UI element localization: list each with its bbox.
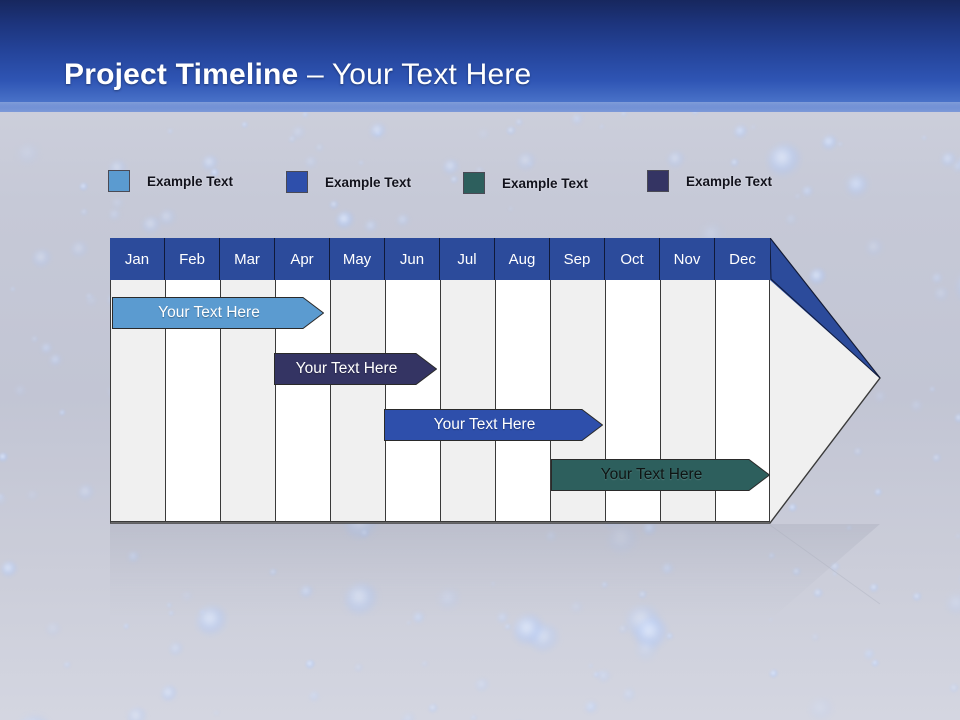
timeline-bar-1[interactable]: Your Text Here (112, 297, 324, 329)
legend-label-3: Example Text (502, 175, 589, 191)
bar-label-3: Your Text Here (433, 416, 536, 433)
page-title: Project Timeline – Your Text Here (64, 58, 531, 92)
month-header-oct[interactable]: Oct (605, 238, 660, 280)
bar-label-4: Your Text Here (600, 466, 703, 483)
month-header-feb[interactable]: Feb (165, 238, 220, 280)
page-title-light: Your Text Here (331, 58, 532, 91)
timeline-column-aug (496, 239, 551, 521)
legend-item-4[interactable]: Example Text (647, 170, 772, 192)
timeline-bar-2[interactable]: Your Text Here (274, 353, 437, 385)
month-header-dec[interactable]: Dec (715, 238, 770, 280)
timeline-column-oct (606, 239, 661, 521)
month-header-apr[interactable]: Apr (275, 238, 330, 280)
month-header-may[interactable]: May (330, 238, 385, 280)
bar-label-2: Your Text Here (295, 360, 398, 377)
legend-label-4: Example Text (686, 173, 773, 189)
title-band (0, 0, 960, 112)
bar-shape-4 (551, 459, 770, 491)
legend-item-2[interactable]: Example Text (286, 171, 411, 193)
legend-swatch-4 (647, 170, 669, 192)
timeline-column-mar (221, 239, 276, 521)
legend-swatch-3 (463, 172, 485, 194)
timeline-column-jun (386, 239, 441, 521)
bar-shape-3 (384, 409, 603, 441)
timeline-column-jan (111, 239, 166, 521)
month-header-aug[interactable]: Aug (495, 238, 550, 280)
legend-swatch-2 (286, 171, 308, 193)
legend-label-2: Example Text (325, 174, 412, 190)
bar-label-1: Your Text Here (158, 304, 260, 321)
timeline-grid (110, 238, 770, 522)
legend-item-1[interactable]: Example Text (108, 170, 233, 192)
legend-item-3[interactable]: Example Text (463, 172, 588, 194)
legend-swatch-1 (108, 170, 130, 192)
timeline-column-jul (441, 239, 496, 521)
bar-shape-1 (112, 297, 324, 329)
month-header-jan[interactable]: Jan (110, 238, 165, 280)
month-header-mar[interactable]: Mar (220, 238, 275, 280)
legend-label-1: Example Text (147, 173, 234, 189)
month-header-sep[interactable]: Sep (550, 238, 605, 280)
month-header-jun[interactable]: Jun (385, 238, 440, 280)
month-header-jul[interactable]: Jul (440, 238, 495, 280)
month-header-nov[interactable]: Nov (660, 238, 715, 280)
timeline-bar-4[interactable]: Your Text Here (551, 459, 770, 491)
bar-shape-2 (274, 353, 437, 385)
timeline-column-feb (166, 239, 221, 521)
timeline-bar-3[interactable]: Your Text Here (384, 409, 603, 441)
page-title-bold: Project Timeline (64, 58, 299, 91)
page-title-separator: – (298, 58, 332, 91)
